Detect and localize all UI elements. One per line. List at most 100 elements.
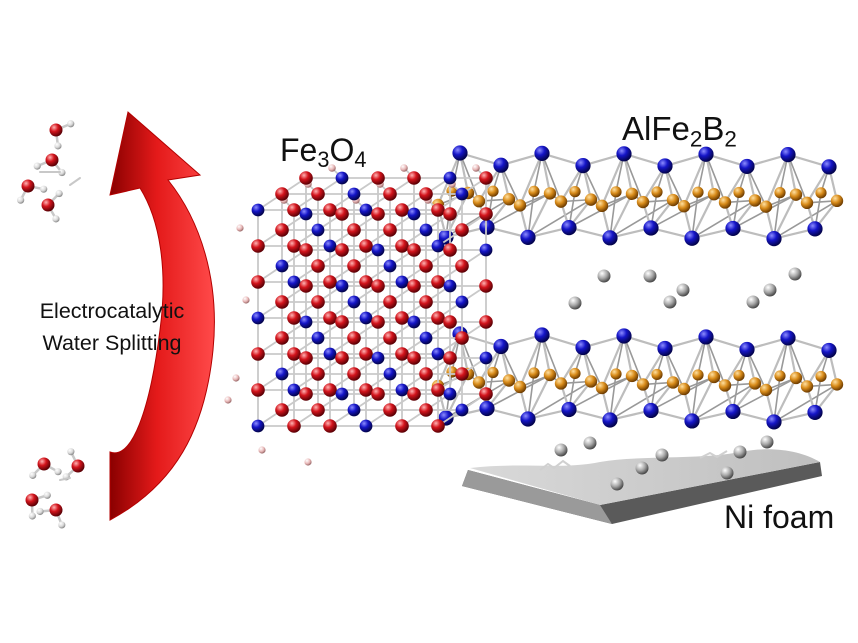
oxygen-atom	[335, 351, 349, 365]
oxygen-atom	[431, 419, 445, 433]
oxygen-atom	[299, 171, 313, 185]
oxygen-atom	[395, 419, 409, 433]
hydrogen-atom	[40, 185, 48, 193]
iron-atom	[419, 223, 433, 237]
oxygen-atom	[407, 279, 421, 293]
iron-atom	[698, 329, 714, 345]
oxygen-atom	[479, 171, 493, 185]
hydrogen-atom	[28, 512, 36, 520]
bond	[691, 382, 756, 422]
boron-atom	[759, 383, 773, 397]
aluminum-atom	[788, 267, 802, 281]
iron-atom	[347, 187, 361, 201]
fe3o4-label: Fe3O4	[280, 132, 367, 173]
iron-atom	[534, 327, 550, 343]
boron-atom	[584, 193, 598, 206]
oxygen-atom	[299, 351, 313, 365]
oxygen-atom	[455, 223, 469, 237]
oxygen-atom	[287, 239, 301, 253]
bond	[773, 191, 781, 240]
oxygen-atom	[383, 187, 397, 201]
hydrogen-atom	[52, 215, 60, 223]
oxygen-atom	[41, 198, 55, 212]
boron-atom	[815, 370, 827, 383]
water-molecules-group	[17, 120, 85, 529]
oxygen-atom	[383, 331, 397, 345]
oxygen-atom	[287, 203, 301, 217]
oxygen-atom	[371, 387, 385, 401]
hydrogen-atom	[67, 448, 75, 456]
boron-atom	[800, 196, 814, 210]
hydrogen-atom	[258, 446, 266, 454]
oxygen-atom	[419, 295, 433, 309]
iron-atom	[780, 147, 796, 163]
oxygen-atom	[419, 259, 433, 273]
hydrogen-atom	[328, 164, 336, 172]
bond	[526, 373, 552, 421]
bond	[623, 335, 644, 386]
aluminum-atom	[760, 435, 774, 449]
iron-atom	[575, 339, 591, 356]
aluminum-atom	[733, 445, 747, 459]
aluminum-atom	[597, 269, 611, 283]
boron-atom	[692, 186, 704, 198]
oxygen-atom	[323, 275, 337, 289]
iron-atom	[383, 259, 397, 273]
oxygen-atom	[407, 351, 421, 365]
boron-atom	[528, 185, 540, 198]
oxygen-atom	[431, 383, 445, 397]
oxygen-atom	[419, 187, 433, 201]
boron-atom	[472, 376, 486, 389]
iron-atom	[383, 367, 397, 381]
oxygen-atom	[443, 207, 457, 221]
oxygen-atom	[371, 207, 385, 221]
oxygen-atom	[287, 311, 301, 325]
oxygen-atom	[299, 387, 313, 401]
hydrogen-atom	[58, 521, 66, 529]
oxygen-atom	[443, 243, 457, 257]
iron-atom	[347, 403, 361, 417]
oxygen-atom	[479, 279, 493, 293]
bond	[773, 375, 781, 423]
aluminum-atom	[610, 477, 624, 491]
oxygen-atom	[455, 331, 469, 345]
bond	[608, 192, 634, 239]
process-label-line2: Water Splitting	[42, 331, 182, 355]
iron-atom	[431, 239, 445, 253]
bond	[764, 153, 790, 208]
boron-atom	[718, 379, 732, 392]
curved-arrow-up-icon	[109, 111, 215, 521]
hydrogen-atom	[67, 120, 75, 128]
oxygen-atom	[323, 203, 337, 217]
bond	[608, 374, 634, 422]
iron-atom	[807, 404, 823, 421]
boron-atom	[569, 367, 581, 380]
iron-atom	[493, 157, 509, 173]
iron-atom	[725, 220, 741, 237]
iron-atom	[766, 414, 782, 430]
bond	[705, 336, 726, 387]
bond	[69, 177, 81, 186]
bond	[682, 335, 708, 391]
oxygen-atom	[431, 275, 445, 289]
iron-atom	[657, 340, 673, 357]
aluminum-atom	[554, 443, 568, 457]
iron-atom	[602, 230, 618, 246]
boron-atom	[789, 371, 803, 385]
hydrogen-atom	[472, 164, 480, 172]
bond	[609, 199, 674, 239]
boron-atom	[692, 369, 704, 381]
oxygen-atom	[37, 457, 51, 471]
bond	[787, 337, 808, 388]
boron-atom	[651, 368, 663, 381]
boron-atom	[666, 193, 680, 207]
boron-atom	[651, 186, 663, 198]
iron-atom	[561, 401, 577, 418]
iron-atom	[534, 145, 550, 162]
iron-atom	[251, 203, 265, 217]
oxygen-atom	[407, 243, 421, 257]
boron-atom	[610, 186, 622, 198]
oxygen-atom	[251, 239, 265, 253]
iron-atom	[287, 383, 301, 397]
boron-atom	[569, 186, 581, 198]
